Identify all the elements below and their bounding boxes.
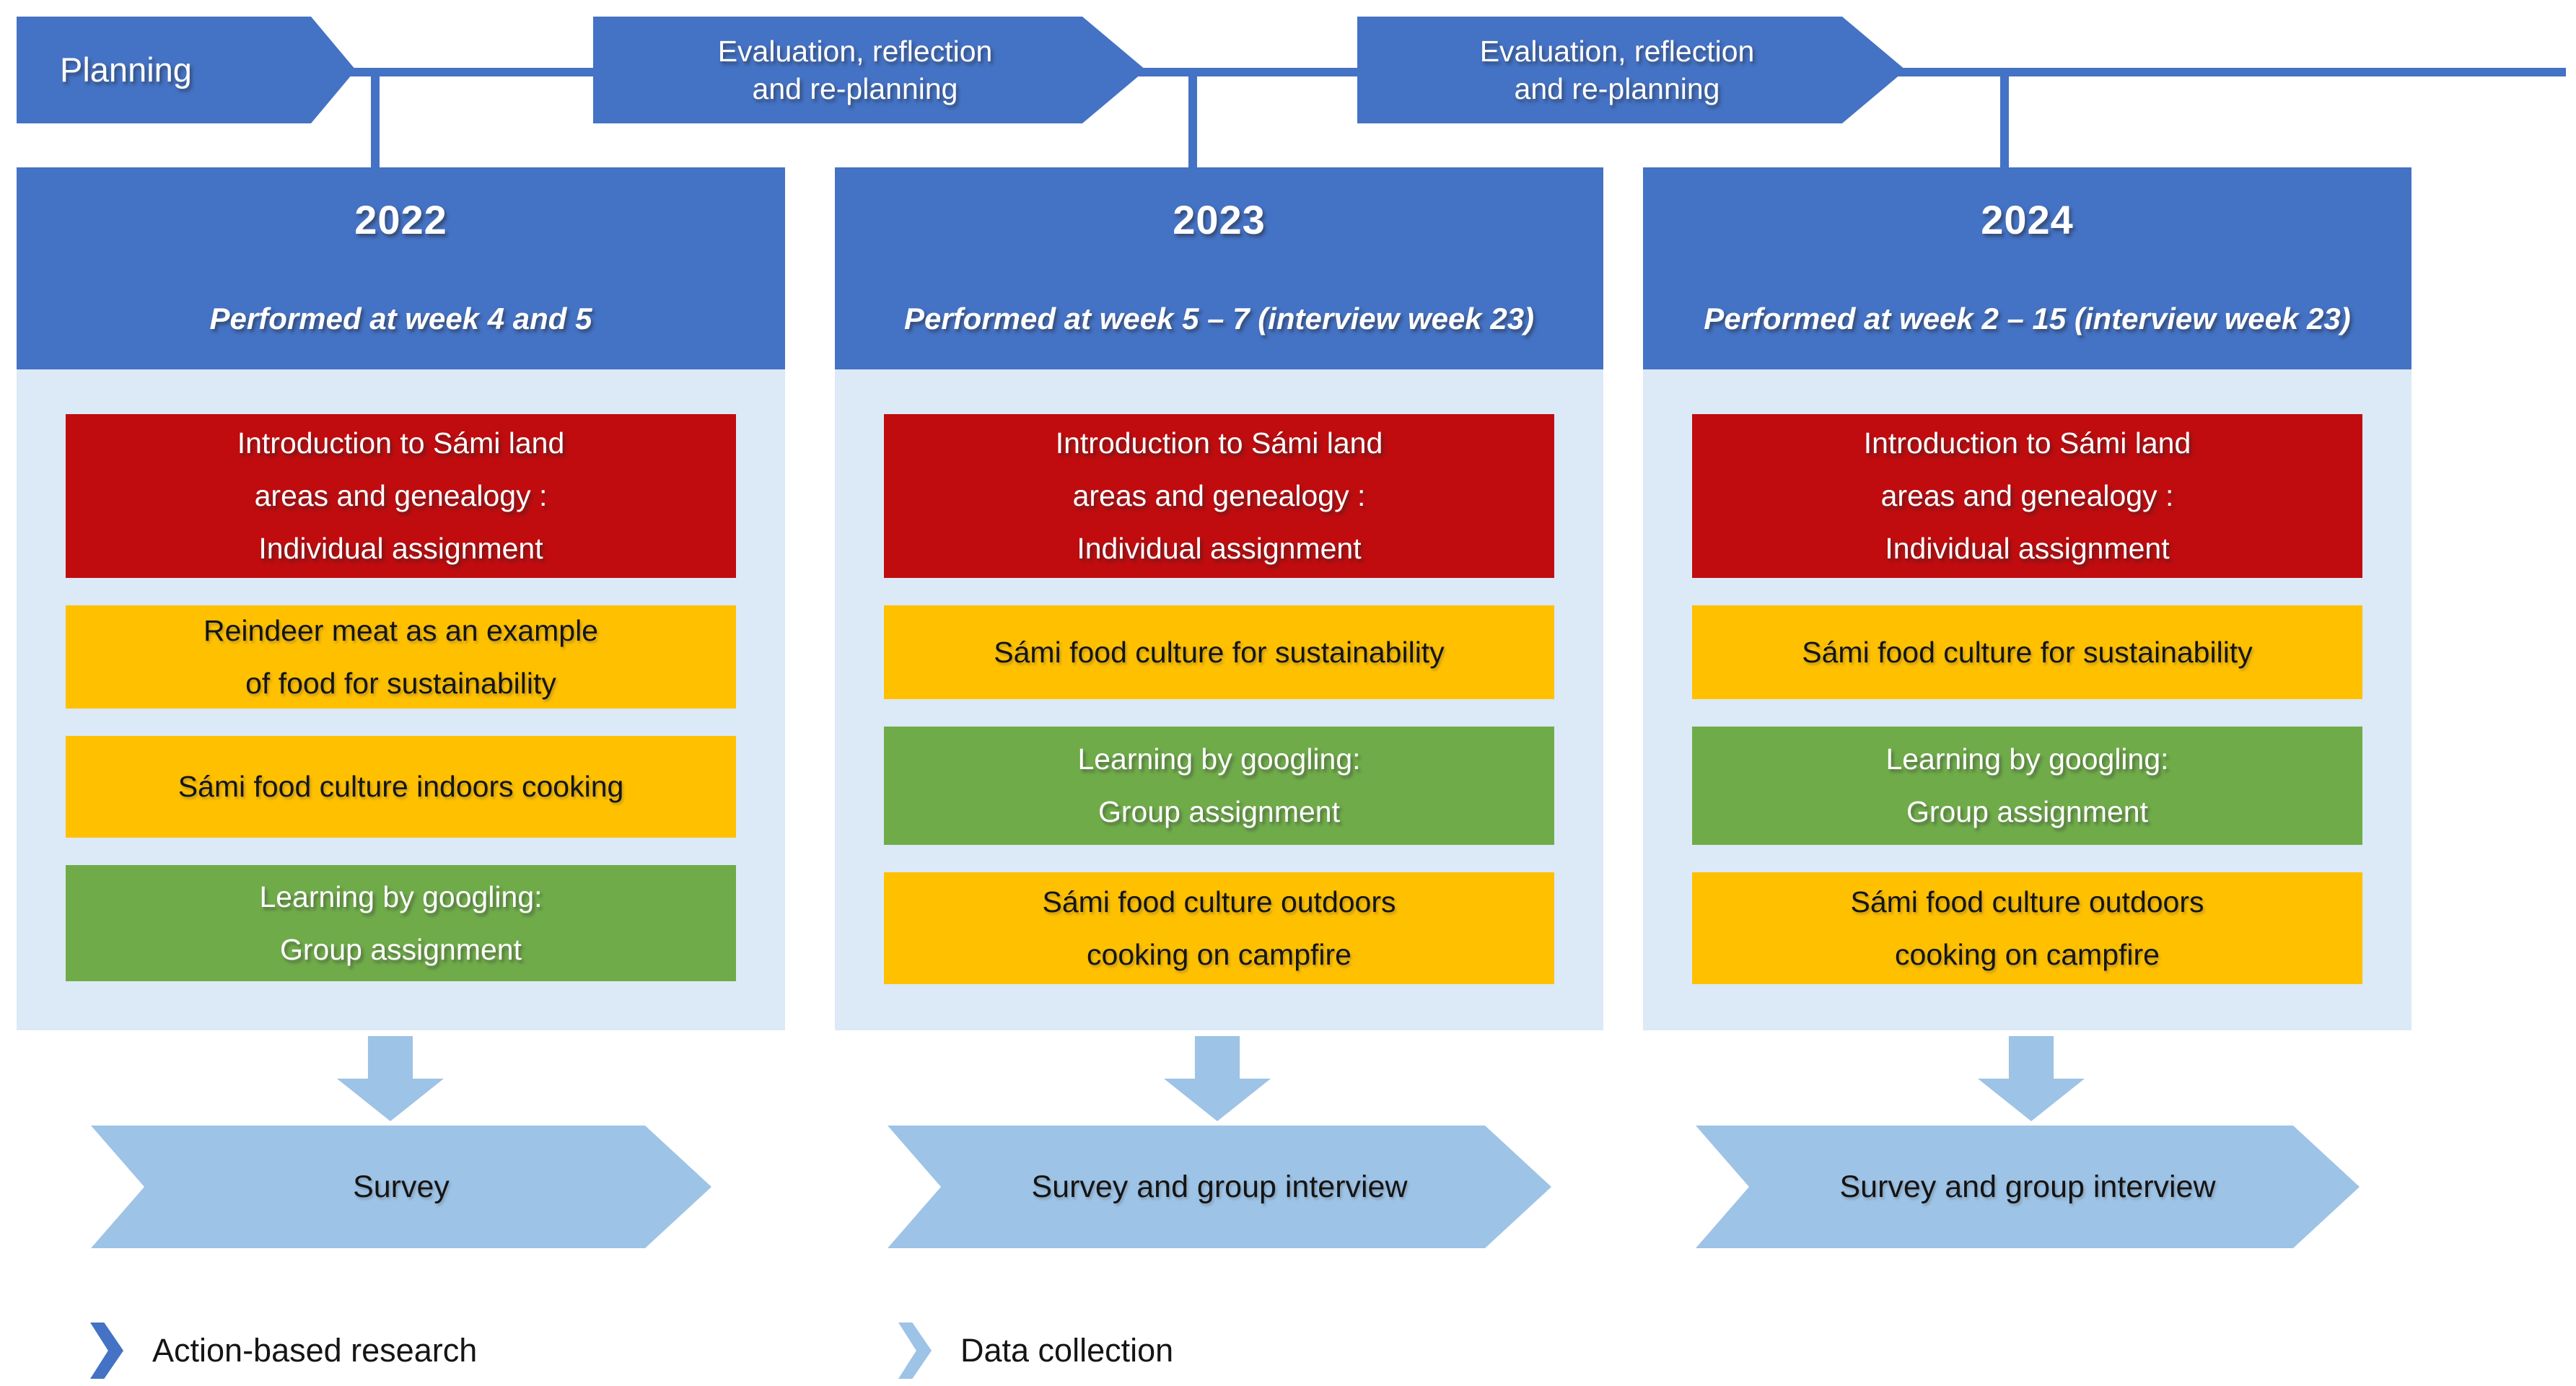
activity-line: Sámi food culture outdoors	[1850, 885, 2204, 918]
activity-line: of food for sustainability	[245, 666, 556, 700]
arrow-down-icon	[1978, 1036, 2085, 1121]
activity-line: Individual assignment	[1077, 532, 1362, 565]
activity-line: Sámi food culture outdoors	[1042, 885, 1396, 918]
activity-line: areas and genealogy :	[1072, 479, 1366, 512]
stage-arrow-evaluation-2: Evaluation, reflection and re-planning	[1357, 17, 1906, 123]
activity-box: Learning by googling: Group assignment	[884, 727, 1554, 845]
legend-label: Action-based research	[152, 1332, 478, 1369]
chevron-dark-blue-icon	[90, 1323, 123, 1379]
legend-item-action-research: Action-based research	[90, 1323, 477, 1379]
year-label: 2023	[1173, 197, 1266, 242]
stage-label: and re-planning	[1514, 72, 1720, 105]
activity-box: Introduction to Sámi land areas and gene…	[1692, 414, 2362, 578]
activity-line: Introduction to Sámi land	[237, 426, 565, 460]
activity-line: Group assignment	[1906, 795, 2148, 828]
activity-line: cooking on campfire	[1895, 937, 2160, 971]
activity-line: Learning by googling:	[1885, 742, 2169, 776]
activity-line: Learning by googling:	[1077, 742, 1361, 776]
connector-2023	[1188, 74, 1197, 169]
stage-label: Planning	[60, 51, 192, 89]
activity-box: Introduction to Sámi land areas and gene…	[66, 414, 736, 578]
activity-box: Reindeer meat as an example of food for …	[66, 605, 736, 709]
activity-box: Sámi food culture outdoors cooking on ca…	[884, 872, 1554, 984]
activity-line: Sámi food culture for sustainability	[1802, 635, 2253, 669]
outcome-arrow-2024: Survey and group interview	[1696, 1126, 2360, 1248]
activity-line: Individual assignment	[258, 532, 543, 565]
activity-box: Sámi food culture outdoors cooking on ca…	[1692, 872, 2362, 984]
activity-box: Learning by googling: Group assignment	[66, 865, 736, 981]
year-subtitle: Performed at week 2 – 15 (interview week…	[1704, 302, 2351, 335]
activity-line: Reindeer meat as an example	[203, 613, 598, 647]
activity-line: Group assignment	[1098, 795, 1340, 828]
outcome-label: Survey	[353, 1169, 450, 1204]
year-header: 2024 Performed at week 2 – 15 (interview…	[1643, 167, 2411, 369]
year-column-2022: 2022 Performed at week 4 and 5 Introduct…	[17, 167, 785, 1030]
activity-line: areas and genealogy :	[1880, 479, 2174, 512]
outcome-arrow-2022: Survey	[91, 1126, 711, 1248]
year-subtitle: Performed at week 5 – 7 (interview week …	[903, 302, 1535, 335]
activity-box: Learning by googling: Group assignment	[1692, 727, 2362, 845]
activity-line: cooking on campfire	[1087, 937, 1351, 971]
activity-line: Learning by googling:	[259, 880, 543, 913]
activities-panel: Introduction to Sámi land areas and gene…	[17, 369, 785, 1030]
year-label: 2024	[1981, 197, 2074, 242]
activity-line: Introduction to Sámi land	[1863, 426, 2191, 460]
year-column-2024: 2024 Performed at week 2 – 15 (interview…	[1643, 167, 2411, 1030]
activity-line: areas and genealogy :	[254, 479, 548, 512]
activity-line: Sámi food culture for sustainability	[994, 635, 1445, 669]
year-header: 2022 Performed at week 4 and 5	[17, 167, 785, 369]
stage-arrow-planning: Planning	[17, 17, 356, 123]
activity-line: Introduction to Sámi land	[1055, 426, 1383, 460]
stage-label: and re-planning	[752, 72, 958, 105]
activity-line: Group assignment	[279, 932, 522, 966]
activities-panel: Introduction to Sámi land areas and gene…	[1643, 369, 2411, 1030]
legend-item-data-collection: Data collection	[898, 1323, 1173, 1379]
activity-line: Sámi food culture indoors cooking	[178, 770, 624, 803]
outcome-label: Survey and group interview	[1839, 1169, 2216, 1204]
activity-line: Individual assignment	[1885, 532, 2170, 565]
outcome-arrow-2023: Survey and group interview	[888, 1126, 1551, 1248]
stage-label: Evaluation, reflection	[717, 35, 993, 68]
arrow-down-icon	[337, 1036, 444, 1121]
activity-box: Introduction to Sámi land areas and gene…	[884, 414, 1554, 578]
stage-label: Evaluation, reflection	[1479, 35, 1755, 68]
activity-box: Sámi food culture indoors cooking	[66, 736, 736, 838]
activity-box: Sámi food culture for sustainability	[884, 605, 1554, 699]
year-column-2023: 2023 Performed at week 5 – 7 (interview …	[835, 167, 1603, 1030]
activity-box: Sámi food culture for sustainability	[1692, 605, 2362, 699]
connector-2022	[371, 74, 380, 169]
activities-panel: Introduction to Sámi land areas and gene…	[835, 369, 1603, 1030]
connector-2024	[2000, 74, 2009, 169]
outcome-label: Survey and group interview	[1031, 1169, 1408, 1204]
year-header: 2023 Performed at week 5 – 7 (interview …	[835, 167, 1603, 369]
year-subtitle: Performed at week 4 and 5	[209, 302, 592, 335]
legend-label: Data collection	[960, 1332, 1174, 1369]
stage-arrow-evaluation-1: Evaluation, reflection and re-planning	[593, 17, 1146, 123]
chevron-light-blue-icon	[898, 1323, 932, 1379]
year-label: 2022	[354, 197, 447, 242]
arrow-down-icon	[1164, 1036, 1271, 1121]
